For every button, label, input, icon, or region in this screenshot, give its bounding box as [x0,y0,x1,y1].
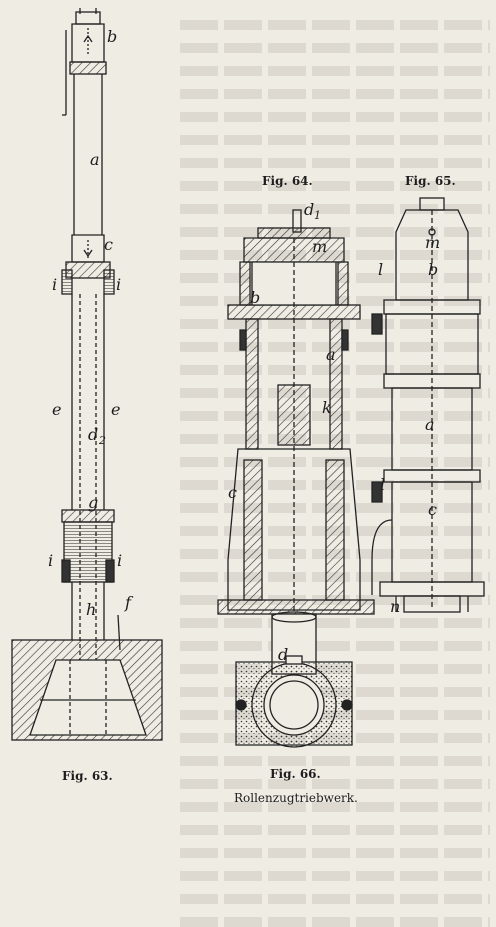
fig64-label: Fig. 64. [262,174,313,188]
fig63-letter-h: h [86,600,96,619]
fig63-letter-i-right: i [116,275,121,294]
fig65-letter-b: b [428,260,438,279]
fig63-letter-i-low-right: i [117,551,122,570]
fig64-letter-c: c [228,483,237,502]
fig63-letter-e-left: e [52,400,61,419]
fig63-letters: b a c i i e e d 2 g i i h f [48,27,134,619]
fig63-letter-i-low-left: i [48,551,53,570]
fig63-letter-d: d [88,425,98,444]
fig64-letter-b: b [250,288,260,307]
fig63-letter-e-right: e [111,400,120,419]
fig63-letter-i-left: i [52,275,57,294]
fig65-drawing [371,197,485,613]
fig64-drawing [217,209,375,675]
book-page: b a c i i e e d 2 g i i h f [11,8,490,927]
fig64-letter-d-top-sub: 1 [314,209,321,222]
fig63-letter-g: g [88,493,98,512]
fig64-letter-a: a [326,345,336,364]
fig65-letter-l-low: l [380,475,385,494]
fig64-letter-d-top: d [304,200,314,219]
fig63-drawing [11,8,163,741]
fig65-letter-a: a [425,415,435,434]
fig66-drawing [235,655,353,748]
fig65-letter-l-top: l [378,260,383,279]
fig63-letter-b: b [107,27,117,46]
fig63-letter-a: a [90,150,100,169]
figure-caption: Rollenzugtriebwerk. [234,791,358,805]
fig65-letters: m b l a l c n [378,233,440,616]
fig63-label: Fig. 63. [62,769,113,783]
fig65-letter-m: m [425,233,440,252]
fig63-letter-d-sub: 2 [98,434,106,447]
fig63-letter-f: f [124,593,134,612]
fig64-letter-m: m [312,237,327,256]
fig65-letter-n: n [390,597,400,616]
technical-drawings: b a c i i e e d 2 g i i h f [11,8,485,805]
fig64-letter-k: k [322,398,332,417]
fig65-label: Fig. 65. [405,174,456,188]
fig64-letter-d-bottom: d [278,645,288,664]
fig63-letter-c: c [104,235,113,254]
fig65-letter-c: c [428,500,437,519]
fig66-label: Fig. 66. [270,767,321,781]
